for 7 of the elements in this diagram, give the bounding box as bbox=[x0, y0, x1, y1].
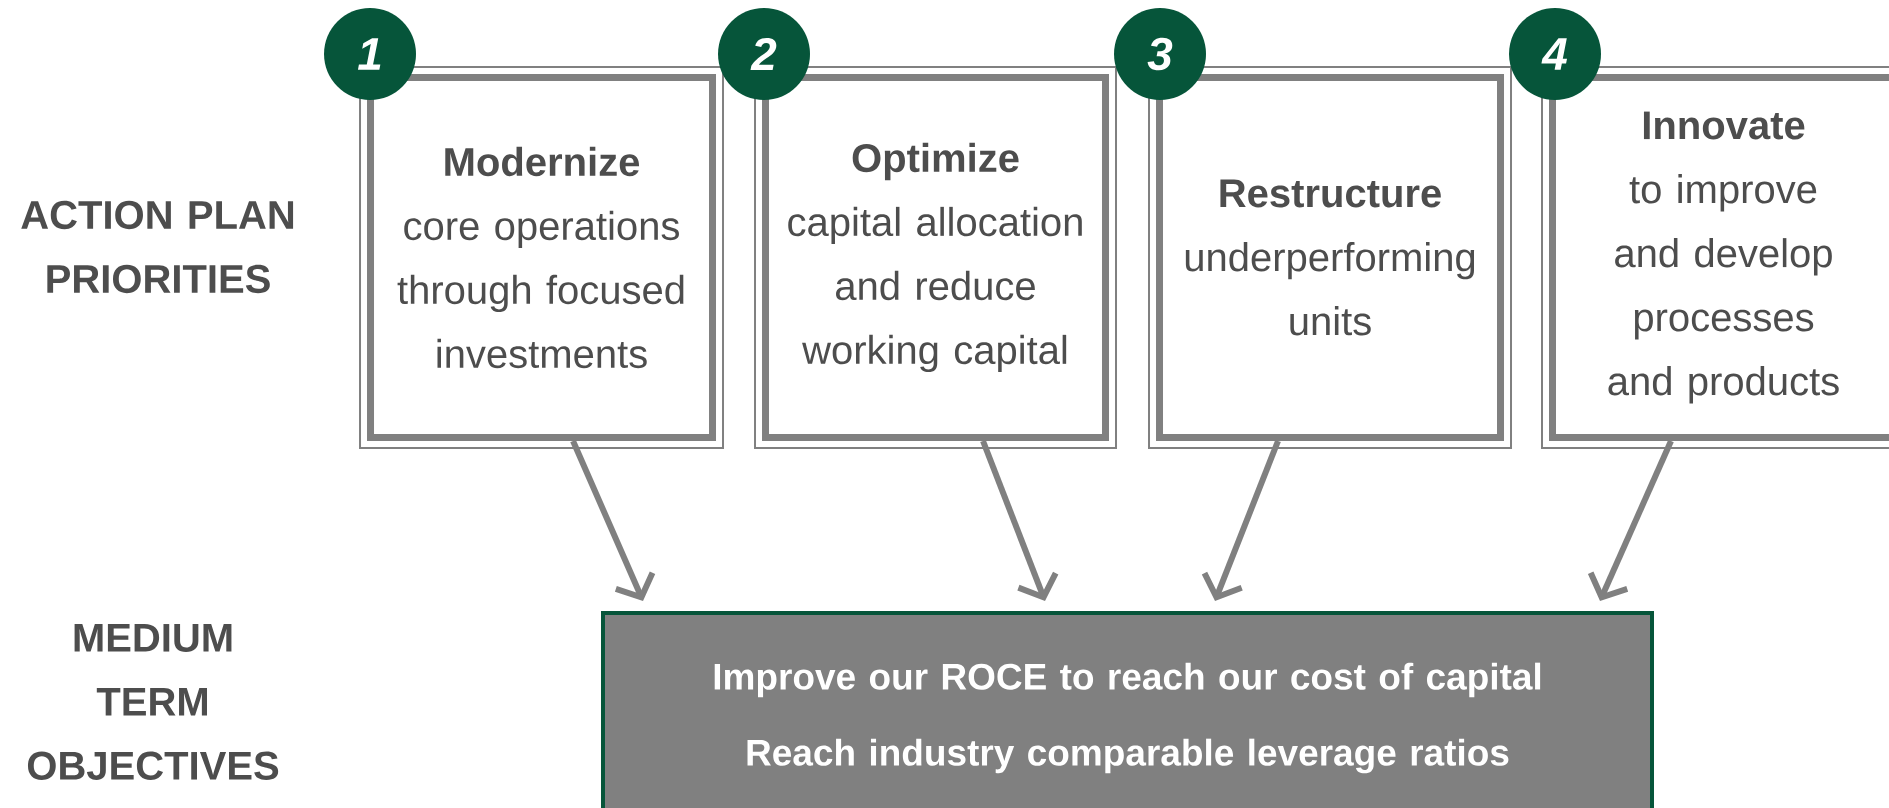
arrow bbox=[1587, 439, 1674, 601]
arrow bbox=[980, 439, 1059, 601]
arrow bbox=[1201, 439, 1281, 601]
objective-box: Improve our ROCE to reach our cost of capital Reach industry comparable leverage ratios bbox=[601, 611, 1654, 808]
arrow bbox=[570, 439, 656, 601]
row-label: ACTION PLAN PRIORITIES bbox=[21, 200, 294, 294]
row-label: MEDIUM TERM OBJECTIVES bbox=[27, 624, 279, 780]
